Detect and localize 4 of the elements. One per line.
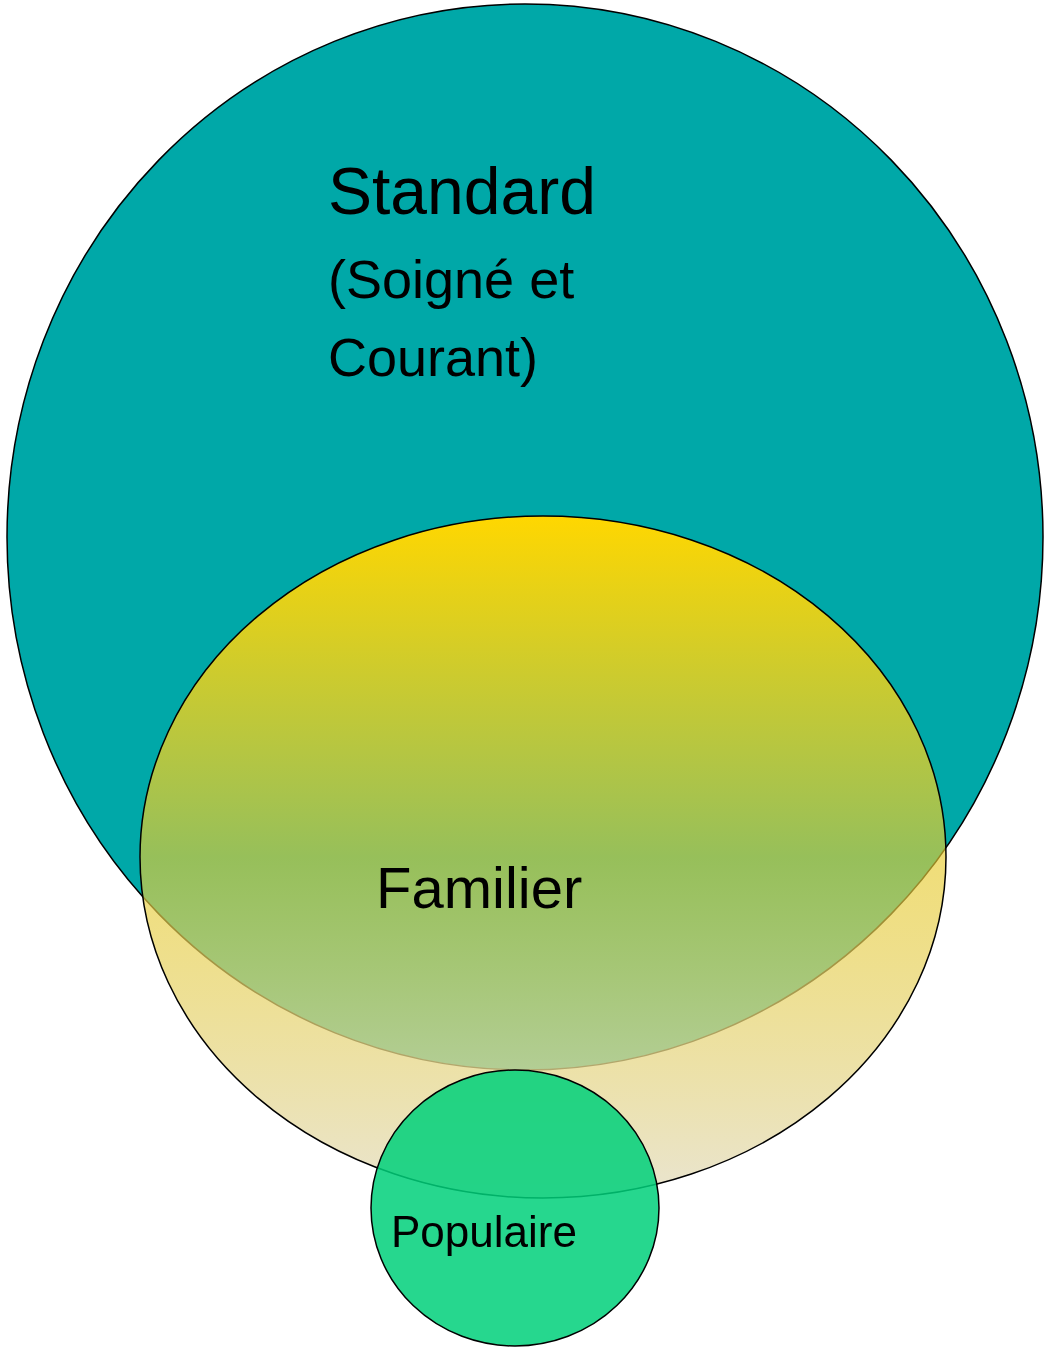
- circle-subtitle: (Soigné et Courant): [328, 248, 576, 390]
- circle-label: Populaire: [391, 1206, 578, 1258]
- circle-title: Standard: [328, 153, 597, 230]
- ellipse-label: Familier: [376, 854, 584, 922]
